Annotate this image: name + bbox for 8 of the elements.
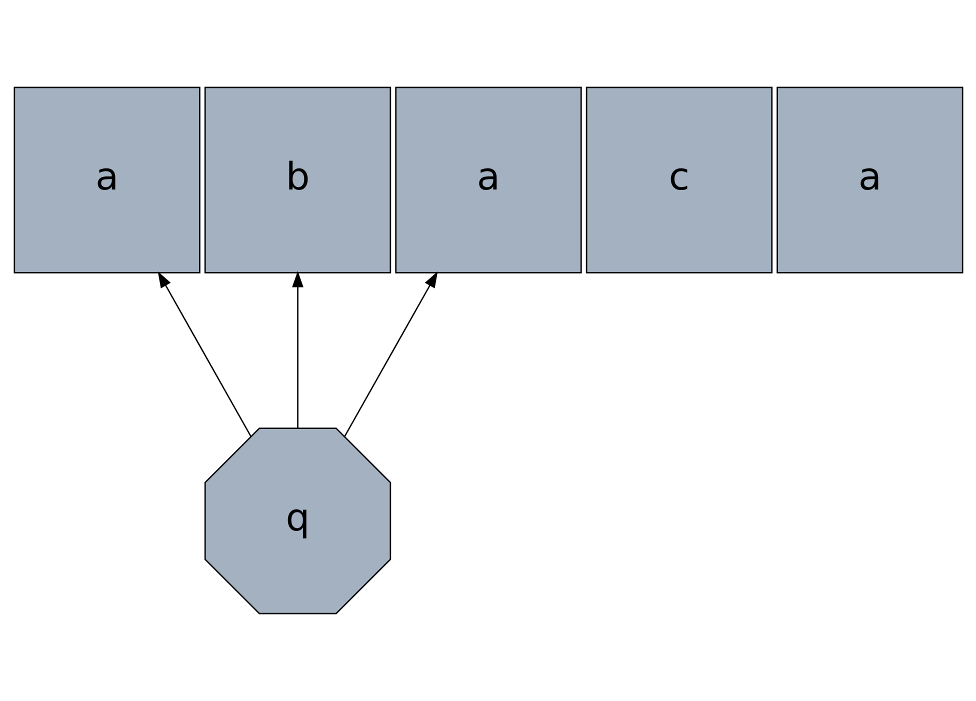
node-box: c	[585, 86, 772, 274]
node-box: a	[394, 86, 582, 274]
arrow	[157, 271, 251, 437]
arrow	[344, 271, 438, 437]
node-box: b	[204, 86, 391, 274]
node-box: a	[13, 86, 200, 274]
node-box: a	[776, 86, 963, 274]
arrow	[292, 270, 303, 428]
